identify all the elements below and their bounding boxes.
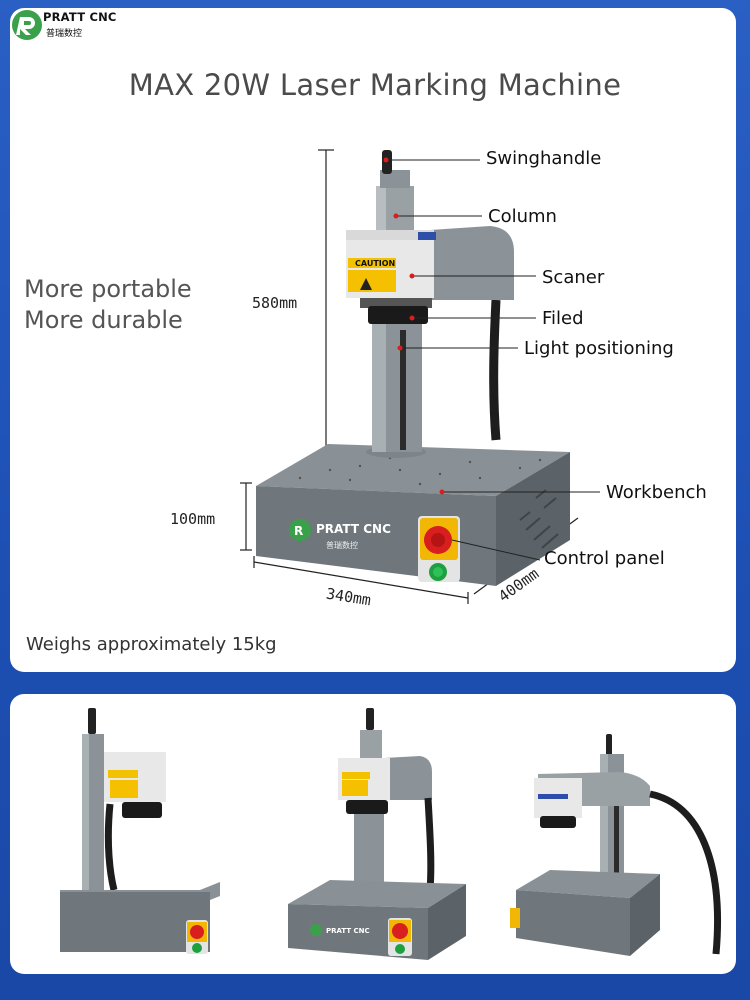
label-scaner: Scaner bbox=[542, 267, 605, 288]
label-workbench: Workbench bbox=[606, 482, 707, 503]
photo-rear-view bbox=[510, 734, 722, 956]
svg-text:普瑞数控: 普瑞数控 bbox=[326, 540, 358, 550]
dimension-base-height: 100mm bbox=[170, 510, 216, 528]
svg-text:PRATT CNC: PRATT CNC bbox=[316, 522, 391, 536]
gallery-card: PRATT CNC bbox=[10, 694, 736, 974]
pratt-logo-icon bbox=[12, 10, 42, 40]
brand-subtitle: 普瑞数控 bbox=[46, 29, 83, 39]
label-light-positioning: Light positioning bbox=[524, 338, 674, 359]
svg-text:PRATT CNC: PRATT CNC bbox=[326, 927, 370, 935]
svg-text:CAUTION: CAUTION bbox=[355, 259, 395, 268]
svg-text:R: R bbox=[294, 524, 303, 538]
swing-handle bbox=[380, 150, 410, 188]
label-control-panel: Control panel bbox=[544, 548, 665, 569]
label-filed: Filed bbox=[542, 308, 584, 329]
weight-note: Weighs approximately 15kg bbox=[26, 634, 277, 655]
brand-logo: PRATT CNC 普瑞数控 bbox=[10, 6, 130, 44]
base-logo: R PRATT CNC 普瑞数控 bbox=[289, 519, 391, 550]
label-swinghandle: Swinghandle bbox=[486, 148, 602, 169]
scanner-head: CAUTION bbox=[346, 226, 514, 324]
dimension-height: 580mm bbox=[252, 294, 298, 312]
photo-front-view: PRATT CNC bbox=[288, 708, 466, 960]
workbench-base bbox=[256, 444, 570, 586]
page-title: MAX 20W Laser Marking Machine bbox=[128, 68, 622, 102]
label-column: Column bbox=[488, 206, 557, 227]
tagline-portable: More portable bbox=[24, 275, 192, 303]
callout-dots bbox=[383, 157, 445, 495]
column bbox=[366, 186, 426, 458]
tagline-durable: More durable bbox=[24, 306, 183, 334]
control-panel bbox=[418, 516, 460, 582]
machine-diagram: R PRATT CNC 普瑞数控 CAUTION bbox=[240, 149, 600, 604]
fiber-cable bbox=[489, 299, 501, 441]
photo-side-view bbox=[60, 708, 220, 954]
callout-lines bbox=[386, 159, 600, 561]
brand-name: PRATT CNC bbox=[43, 10, 117, 24]
